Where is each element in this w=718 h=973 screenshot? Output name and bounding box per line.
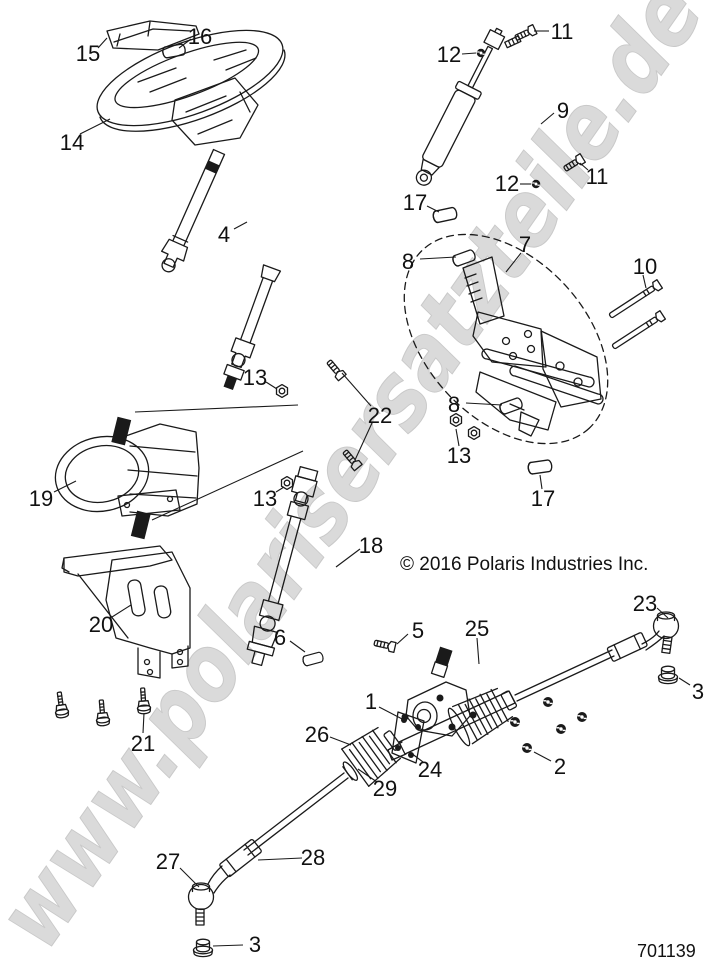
damper-nut-top-drawing [476, 48, 486, 58]
callout-26: 26 [305, 722, 329, 747]
callout-3-a: 3 [692, 679, 704, 704]
sheet-number: 701139 [637, 941, 696, 961]
callout-15: 15 [76, 41, 100, 66]
callout-29: 29 [373, 776, 397, 801]
callout-20: 20 [89, 612, 113, 637]
callout-27: 27 [156, 849, 180, 874]
callout-13-a: 13 [243, 365, 267, 390]
tie-rod-left-drawing [187, 772, 349, 926]
callout-9: 9 [557, 98, 569, 123]
callout-13-b: 13 [447, 443, 471, 468]
callout-4: 4 [218, 222, 230, 247]
power-steering-unit-drawing [54, 416, 200, 540]
callout-22: 22 [368, 403, 392, 428]
detail-ellipse [403, 233, 609, 445]
callout-2: 2 [554, 754, 566, 779]
callout-14: 14 [60, 130, 84, 155]
callout-24: 24 [418, 757, 442, 782]
callout-3-b: 3 [249, 932, 261, 957]
callout-6: 6 [274, 625, 286, 650]
callout-11-a: 11 [551, 19, 574, 44]
callout-12-b: 12 [495, 171, 519, 196]
callout-13-c: 13 [253, 486, 277, 511]
callouts: 15 16 14 12 11 9 12 11 17 8 7 10 4 13 22… [29, 19, 704, 957]
callout-1: 1 [365, 689, 377, 714]
copyright-text: © 2016 Polaris Industries Inc. [400, 554, 648, 575]
reference-lines [134, 404, 304, 521]
callout-16: 16 [188, 24, 212, 49]
upper-steering-shaft-drawing [161, 148, 282, 390]
leader-lines [53, 30, 691, 947]
steering-damper-drawing [415, 27, 522, 186]
callout-28: 28 [301, 845, 325, 870]
steering-wheel-pad-drawing [106, 20, 200, 51]
bellows-right-drawing [447, 687, 518, 747]
tie-rod-right-drawing [514, 611, 680, 702]
bellows-left-drawing [341, 726, 402, 787]
callout-7: 7 [519, 232, 531, 257]
callout-5: 5 [412, 618, 424, 643]
callout-11-b: 11 [586, 164, 609, 189]
callout-10: 10 [633, 254, 657, 279]
mount-bracket-drawing [462, 256, 604, 437]
callout-17-a: 17 [403, 190, 427, 215]
callout-23: 23 [633, 591, 657, 616]
callout-17-b: 17 [531, 486, 555, 511]
rack-and-pinion-drawing [341, 646, 518, 787]
support-bracket-drawing [61, 545, 191, 679]
callout-18: 18 [359, 533, 383, 558]
callout-8-b: 8 [448, 392, 460, 417]
intermediate-shaft-drawing [246, 466, 319, 667]
callout-21: 21 [131, 731, 155, 756]
callout-8-a: 8 [402, 249, 414, 274]
callout-25: 25 [465, 616, 489, 641]
callout-19: 19 [29, 486, 53, 511]
damper-nut-bottom-drawing [531, 179, 541, 189]
callout-12-a: 12 [437, 42, 461, 67]
